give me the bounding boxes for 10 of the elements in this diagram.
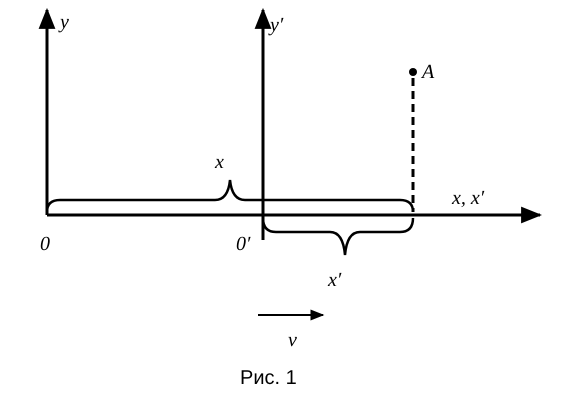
axis-label: A — [422, 62, 434, 82]
axis-label: 0′ — [236, 234, 250, 254]
axis-label: x — [215, 152, 224, 172]
axis-label: x′ — [328, 270, 342, 290]
axis-label: v — [288, 330, 297, 350]
caption: Рис. 1 — [240, 368, 297, 388]
axis-label: y — [60, 12, 69, 32]
axis-label: x, x′ — [452, 188, 484, 208]
axis-label: 0 — [40, 234, 50, 254]
axis-label: y′ — [270, 15, 284, 35]
